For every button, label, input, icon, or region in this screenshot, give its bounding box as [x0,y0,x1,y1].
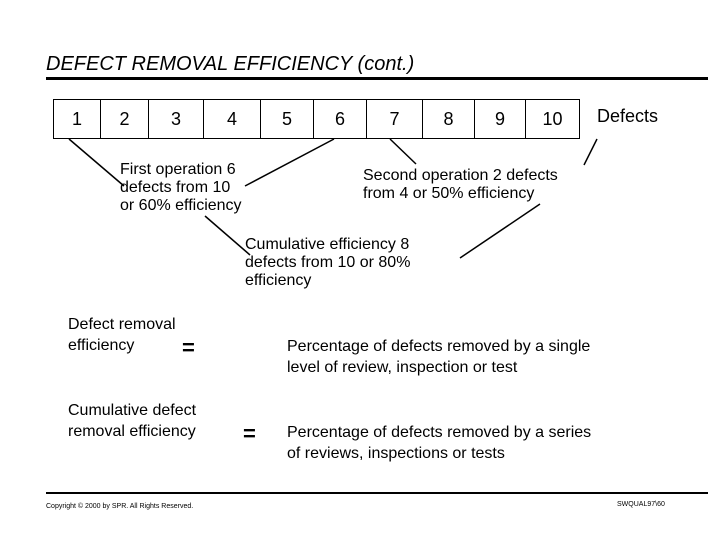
footer-rule [46,492,708,494]
defect-removal-efficiency-definition: Percentage of defects removed by a singl… [287,338,591,376]
equals-sign: = [243,421,256,446]
defect-cell: 8 [423,100,475,138]
slide-code: SWQUAL97\60 [617,501,665,508]
equals-sign: = [182,335,195,360]
defect-cell: 7 [367,100,423,138]
bracket-line [459,203,541,259]
defects-label: Defects [597,106,659,126]
defects-row: 1 2 3 4 5 6 7 8 9 10 [53,99,580,139]
title-underline [46,77,708,80]
defect-cell: 10 [542,108,563,129]
bracket-line [204,215,251,256]
defect-cell: 1 [54,100,101,138]
bracket-line [244,138,335,187]
defect-cell: 9 [475,100,526,138]
defect-cell: 6 [314,100,367,138]
cumulative-efficiency-note: Cumulative efficiency 8 defects from 10 … [245,236,411,289]
copyright-notice: Copyright © 2000 by SPR. All Rights Rese… [46,503,194,510]
defect-cell: 4 [204,100,261,138]
defect-cell: 5 [261,100,314,138]
second-operation-note: Second operation 2 defects from 4 or 50%… [363,167,558,202]
bracket-line [389,138,417,165]
bracket-line [68,138,125,187]
slide-title: DEFECT REMOVAL EFFICIENCY (cont.) [46,53,415,75]
bracket-line [583,138,598,166]
defect-removal-efficiency-term: Defect removal efficiency [68,316,176,354]
cumulative-defect-removal-efficiency-definition: Percentage of defects removed by a serie… [287,424,592,462]
defect-cell: 2 [101,100,149,138]
defect-cell: 3 [149,100,204,138]
cumulative-defect-removal-efficiency-term: Cumulative defect removal efficiency [68,402,197,440]
first-operation-note: First operation 6 defects from 10 or 60%… [120,161,242,214]
